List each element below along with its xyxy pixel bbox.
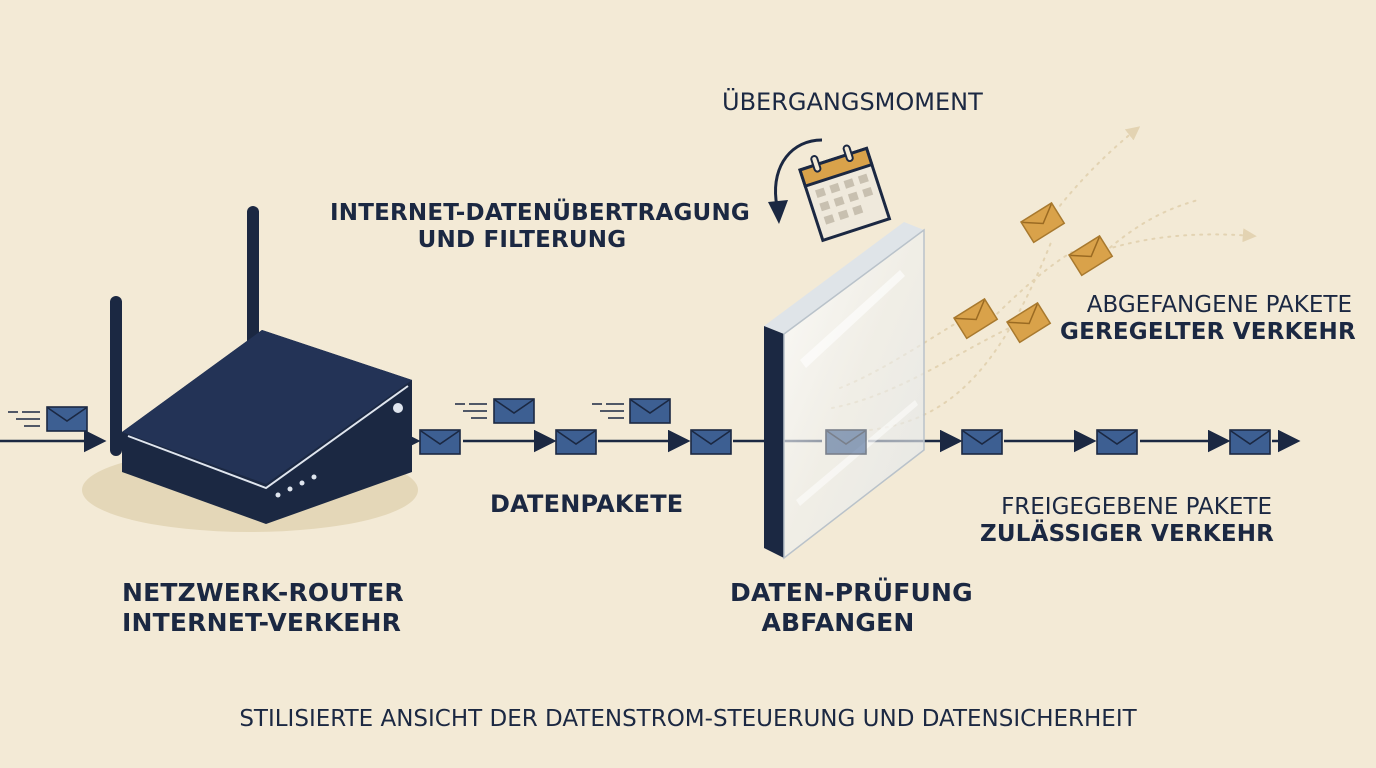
envelope-icon <box>629 398 671 424</box>
filter-panel-icon <box>764 222 925 560</box>
envelope-icon <box>1068 235 1113 277</box>
transfer-label: INTERNET-DATENÜBERTRAGUNG UND FILTERUNG <box>330 200 750 254</box>
envelope-icon <box>1020 202 1065 244</box>
transition-label: ÜBERGANGSMOMENT <box>722 88 983 116</box>
envelope-icon <box>555 429 597 455</box>
router-label: NETZWERK-ROUTER INTERNET-VERKEHR <box>122 578 404 637</box>
calendar-icon <box>798 144 892 243</box>
router-label-subtitle: INTERNET-VERKEHR <box>122 607 402 637</box>
intercepted-label-title: ABGEFANGENE PAKETE <box>1086 292 1352 318</box>
envelope-icon <box>419 429 461 455</box>
check-label: DATEN-PRÜFUNG ABFANGEN <box>730 578 973 637</box>
incoming-packet <box>8 406 88 432</box>
transfer-label-line1: INTERNET-DATENÜBERTRAGUNG <box>330 200 750 226</box>
packet-in-filter <box>825 429 867 455</box>
transfer-label-line2: UND FILTERUNG <box>417 227 627 254</box>
diagram-caption: STILISIERTE ANSICHT DER DATENSTROM-STEUE… <box>239 706 1137 732</box>
envelope-icon <box>1096 429 1138 455</box>
envelope-icon <box>493 398 535 424</box>
packets-label: DATENPAKETE <box>490 490 684 518</box>
envelope-icon <box>1006 302 1051 344</box>
released-label: FREIGEGEBENE PAKETE ZULÄSSIGER VERKEHR <box>980 494 1275 548</box>
envelope-icon <box>1229 429 1271 455</box>
envelope-icon <box>953 298 998 340</box>
router-label-title: NETZWERK-ROUTER <box>122 578 404 607</box>
rotation-arrow-icon <box>768 138 823 224</box>
envelope-icon <box>961 429 1003 455</box>
intercepted-label-subtitle: GEREGELTER VERKEHR <box>1060 319 1356 346</box>
intercepted-label: ABGEFANGENE PAKETE GEREGELTER VERKEHR <box>1060 292 1356 346</box>
envelope-icon <box>690 429 732 455</box>
envelope-icon <box>825 429 867 455</box>
moving-packet <box>455 398 535 424</box>
envelope-icon <box>46 406 88 432</box>
released-label-subtitle: ZULÄSSIGER VERKEHR <box>980 521 1275 548</box>
router-icon <box>82 206 418 532</box>
check-label-subtitle: ABFANGEN <box>761 607 915 637</box>
check-label-title: DATEN-PRÜFUNG <box>730 578 973 607</box>
released-label-title: FREIGEGEBENE PAKETE <box>1001 494 1272 520</box>
moving-packet <box>592 398 671 424</box>
